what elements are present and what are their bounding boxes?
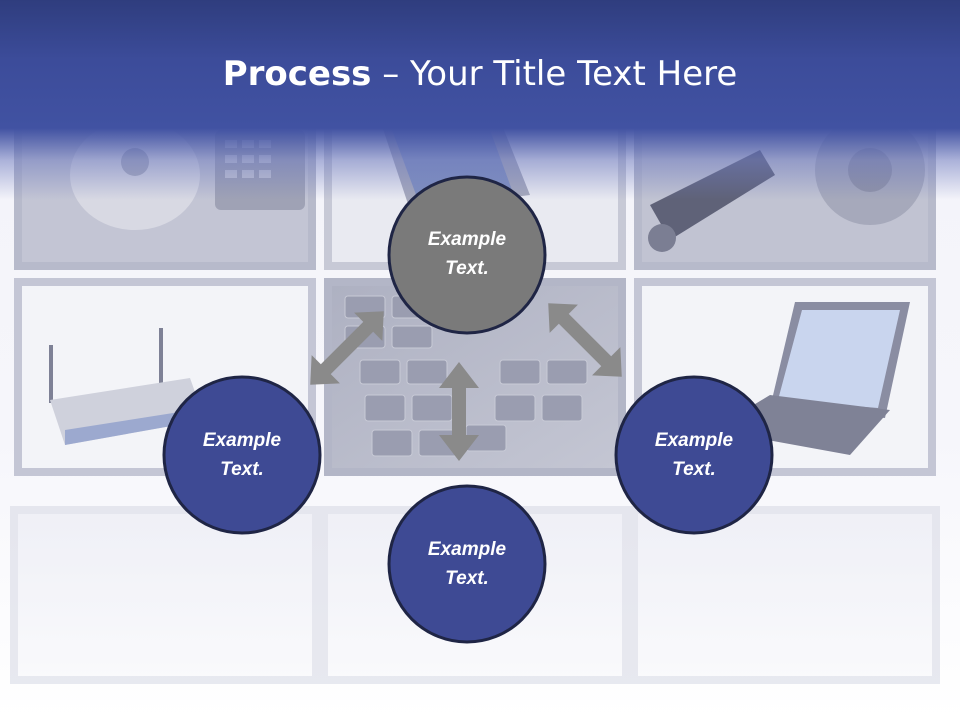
node-top-line1: Example: [427, 229, 507, 250]
node-right-label: Example Text.: [619, 426, 769, 484]
arrows: [310, 303, 622, 461]
node-left-circle: [162, 375, 322, 535]
node-bottom-label: Example Text.: [392, 535, 542, 593]
node-bottom-line2: Text.: [445, 568, 489, 589]
title-bold: Process: [222, 54, 372, 94]
node-right-line1: Example: [654, 430, 734, 451]
node-left-line2: Text.: [220, 459, 264, 480]
title-bar: [0, 0, 960, 200]
node-top-line2: Text.: [445, 258, 489, 279]
node-bottom-line1: Example: [427, 539, 507, 560]
node-top-label: Example Text.: [392, 225, 542, 283]
arrow-left-diagonal: [310, 311, 384, 385]
node-left-line1: Example: [202, 430, 282, 451]
node-right-line2: Text.: [672, 459, 716, 480]
arrow-vertical: [439, 362, 479, 461]
node-bottom-circle: [387, 484, 547, 644]
title-rest: – Your Title Text Here: [371, 54, 738, 94]
slide-title: Process – Your Title Text Here: [0, 52, 960, 96]
node-top-circle: [387, 175, 547, 335]
node-left-label: Example Text.: [167, 426, 317, 484]
node-right-circle: [614, 375, 774, 535]
arrow-right-diagonal: [548, 303, 622, 377]
